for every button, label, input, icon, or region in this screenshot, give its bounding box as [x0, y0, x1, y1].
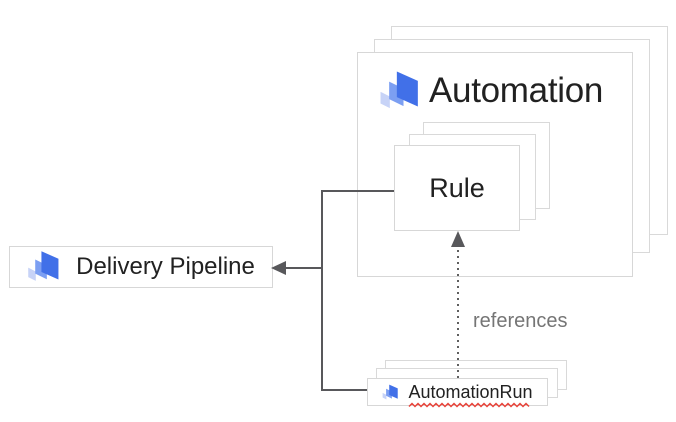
rule-card-label: Rule [429, 172, 485, 203]
rule-card: Rule [394, 145, 520, 231]
cloud-deploy-icon [379, 70, 421, 112]
automation-card-label: Automation [429, 71, 604, 110]
delivery-pipeline-card-label: Delivery Pipeline [76, 253, 255, 280]
spellcheck-squiggle-path [408, 401, 530, 408]
cloud-deploy-icon [382, 384, 399, 401]
cloud-deploy-icon [27, 250, 61, 284]
references-edge-label: references [473, 310, 568, 332]
delivery-pipeline-arrowhead [271, 261, 286, 275]
automation-run-card-label-text: AutomationRun [408, 381, 533, 402]
automation-card-title-row: Automation [379, 70, 603, 112]
spellcheck-squiggle [408, 401, 530, 408]
delivery-pipeline-card: Delivery Pipeline [9, 246, 273, 288]
automation-run-card-label: AutomationRun [408, 381, 533, 408]
automation-run-card: AutomationRun [367, 378, 548, 408]
